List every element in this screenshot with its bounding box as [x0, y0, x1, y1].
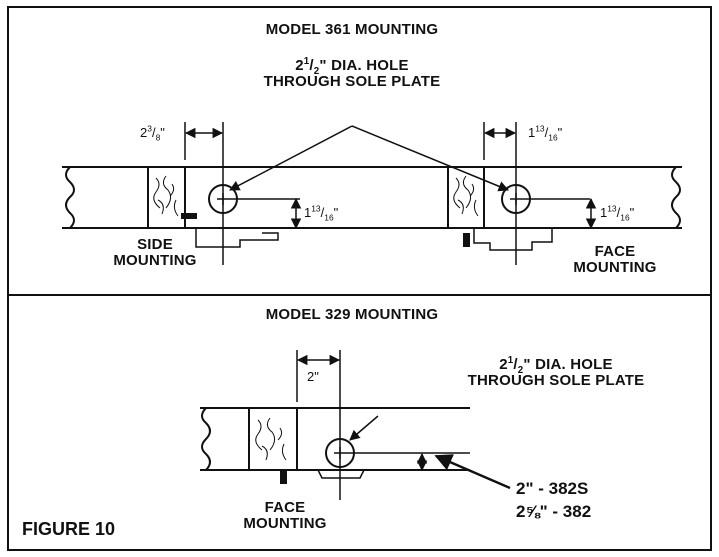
callout-382: 2⅝" - 382: [516, 502, 592, 521]
face-screw-icon: [463, 233, 470, 247]
hole-label-361-line1: 21/2" DIA. HOLE: [295, 56, 409, 77]
side-screw-icon: [181, 213, 197, 219]
model-361-hole-label: 21/2" DIA. HOLE THROUGH SOLE PLATE: [263, 56, 441, 90]
model-361-title: MODEL 361 MOUNTING: [265, 21, 439, 38]
figure-label: FIGURE 10: [22, 519, 116, 539]
model-329-dimensions: [296, 354, 511, 490]
model-361-drawing: [62, 122, 682, 265]
dim-vert-left-361: 113/16": [304, 203, 339, 223]
model-329-title: MODEL 329 MOUNTING: [265, 306, 439, 323]
dim-vert-right-361: 113/16": [600, 203, 635, 223]
dim-left-361: 23/8": [140, 123, 165, 143]
face-screw-329-icon: [280, 470, 287, 484]
callout-382s: 2" - 382S: [516, 479, 589, 498]
hole-label-329-line1: 21/2" DIA. HOLE: [499, 355, 613, 376]
figure-border: [7, 6, 712, 551]
dim-top-329: 2": [307, 369, 319, 384]
model-329-drawing: [200, 350, 470, 500]
hole-label-361-line2: THROUGH SOLE PLATE: [263, 72, 441, 90]
model-329-hole-label: 21/2" DIA. HOLE THROUGH SOLE PLATE: [467, 355, 645, 389]
hole-label-329-line2: THROUGH SOLE PLATE: [467, 371, 645, 389]
dim-right-361: 113/16": [528, 123, 563, 143]
model-361-dimensions: [184, 125, 597, 230]
